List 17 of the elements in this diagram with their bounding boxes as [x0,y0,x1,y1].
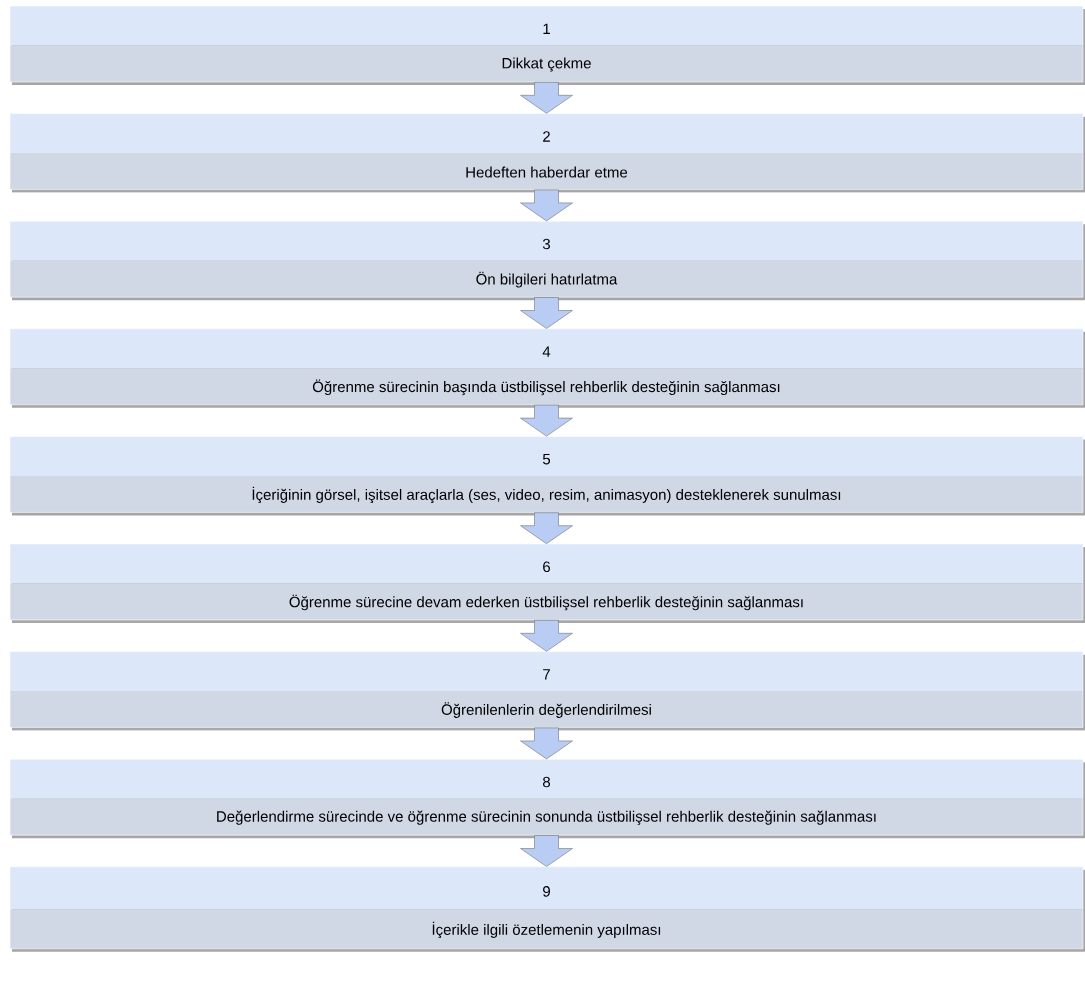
step-box: 3 Ön bilgileri hatırlatma [9,220,1085,301]
block-arrow [520,512,573,544]
step-box: 1 Dikkat çekme [9,5,1085,85]
step-box: 9 İçerikle ilgili özetlemenin yapılması [9,866,1085,952]
block-arrow [520,297,573,329]
step-box: 2 Hedeften haberdar etme [9,113,1085,193]
step-box: 8 Değerlendirme sürecinde ve öğrenme sürecinin sonunda üstbilişsel rehberlik desteğinin sağlanması [9,758,1085,839]
block-arrow [520,727,573,760]
step-box: 4 Öğrenme sürecinin başında üstbilişsel rehberlik desteğinin sağlanması [9,328,1085,408]
block-arrow [520,404,573,437]
block-arrow [520,189,573,222]
step-box: 7 Öğrenilenlerin değerlendirilmesi [9,651,1085,731]
block-arrow [520,835,573,867]
step-box: 6 Öğrenme sürecine devam ederken üstbilişsel rehberlik desteğinin sağlanması [9,543,1085,623]
block-arrow [520,82,573,114]
step-box: 5 İçeriğinin görsel, işitsel araçlarla (ses, video, resim, animasyon) desteklenerek sunulması [9,436,1085,516]
block-arrow [520,620,573,652]
